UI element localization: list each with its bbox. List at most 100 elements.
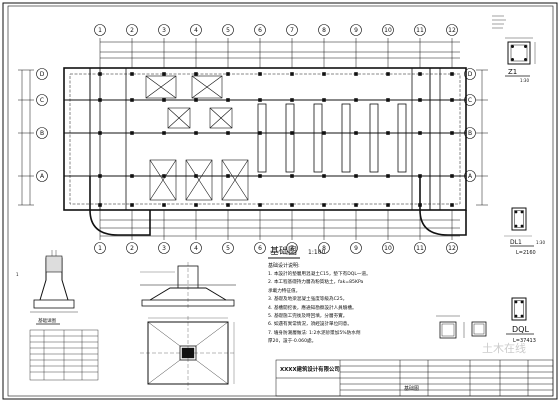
column [130, 98, 134, 102]
column [322, 174, 326, 178]
column [130, 131, 134, 135]
column [354, 203, 358, 207]
dl1-scale: 1:30 [536, 240, 545, 245]
left-table [29, 323, 99, 381]
plan-title: 基础图 [270, 245, 297, 257]
column [290, 72, 294, 76]
axis-bottom-label: 11 [416, 245, 424, 252]
bottom-dimensions [99, 210, 460, 240]
notes-list: 1. 本設計的墊層用混凝土C15，墊下有DQL一道。2. 本工程基礎持力層為粉質… [268, 271, 433, 347]
note-item: 1. 本設計的墊層用混凝土C15，墊下有DQL一道。 [268, 272, 371, 277]
top-right-notes [492, 15, 506, 29]
left-dimensions [18, 69, 34, 206]
footing-elevation [140, 262, 236, 310]
axis-bottom-label: 12 [448, 245, 456, 252]
dql-dim: L=37413 [513, 338, 536, 344]
footing-strip [257, 103, 267, 173]
note-item: 7. 墻身防潮層做法: 1:2水泥砂漿加5%防水劑 [268, 330, 361, 336]
axis-bottom-label: 6 [258, 245, 262, 252]
small-sections [436, 315, 487, 339]
axis-top-bubble [286, 24, 298, 36]
company-name: XXXX建筑设计有限公司 [280, 365, 340, 373]
axis-right-bubble [464, 94, 476, 106]
axis-bottom-bubble [190, 242, 202, 254]
axis-bottom-bubble [446, 242, 458, 254]
axis-bottom-bubble [382, 242, 394, 254]
axis-right-bubble [464, 170, 476, 182]
note-item: 3. 基礎及地梁混凝土強度等級為C25。 [268, 297, 348, 303]
dl1-label: DL1 [510, 239, 522, 246]
column [418, 174, 422, 178]
column [226, 174, 230, 178]
axis-top-label: 7 [290, 27, 294, 34]
column [226, 72, 230, 76]
column [194, 203, 198, 207]
axis-top-bubble [94, 24, 106, 36]
column [290, 98, 294, 102]
footing-strip [313, 103, 323, 173]
column [354, 131, 358, 135]
axis-top-bubble [222, 24, 234, 36]
column-z1-detail [505, 37, 536, 77]
column [162, 174, 166, 178]
axis-left-label: A [40, 173, 45, 180]
axis-bottom-label: 4 [194, 245, 198, 252]
column [162, 203, 166, 207]
column [418, 72, 422, 76]
axis-bottom-bubble [222, 242, 234, 254]
column [290, 203, 294, 207]
axis-top-label: 2 [130, 27, 134, 34]
axis-bottom-label: 1 [98, 245, 102, 252]
column [162, 98, 166, 102]
column [354, 174, 358, 178]
left-footing-section [30, 250, 78, 313]
left-table-title: 基础详图 [38, 317, 56, 324]
column [386, 203, 390, 207]
axis-right-bubble [464, 68, 476, 80]
axis-top-label: 10 [384, 27, 392, 34]
note-item: 承載力特征值。 [268, 288, 301, 294]
axis-top-bubble [126, 24, 138, 36]
footing-strip [285, 103, 295, 173]
axis-right-label: B [468, 130, 472, 137]
axis-top-label: 5 [226, 27, 230, 34]
column [226, 131, 230, 135]
footing-strip [341, 103, 351, 173]
column [258, 174, 262, 178]
column [386, 98, 390, 102]
axis-bottom-label: 3 [162, 245, 166, 252]
axis-right-label: A [468, 173, 473, 180]
column [130, 174, 134, 178]
column [290, 174, 294, 178]
column [386, 174, 390, 178]
axis-bottom-label: 2 [130, 245, 134, 252]
z1-scale: 1:30 [520, 78, 529, 83]
axis-left-label: B [40, 130, 44, 137]
column [258, 98, 262, 102]
column [418, 203, 422, 207]
column [450, 174, 454, 178]
axis-right-bubble [464, 127, 476, 139]
column [386, 72, 390, 76]
column [322, 203, 326, 207]
axis-top-bubble [350, 24, 362, 36]
column [98, 174, 102, 178]
plan-scale: 1:100 [308, 249, 325, 256]
column [98, 98, 102, 102]
axis-top-label: 9 [354, 27, 358, 34]
column [194, 72, 198, 76]
axis-top-label: 11 [416, 27, 424, 34]
column [130, 72, 134, 76]
right-dimensions [476, 69, 488, 206]
columns [98, 72, 454, 207]
axis-right-label: D [468, 71, 473, 78]
axis-top-bubble [158, 24, 170, 36]
axis-top-label: 6 [258, 27, 262, 34]
axis-left-label: D [40, 71, 45, 78]
axis-top-bubble [254, 24, 266, 36]
axis-bottom-bubble [350, 242, 362, 254]
column [418, 131, 422, 135]
